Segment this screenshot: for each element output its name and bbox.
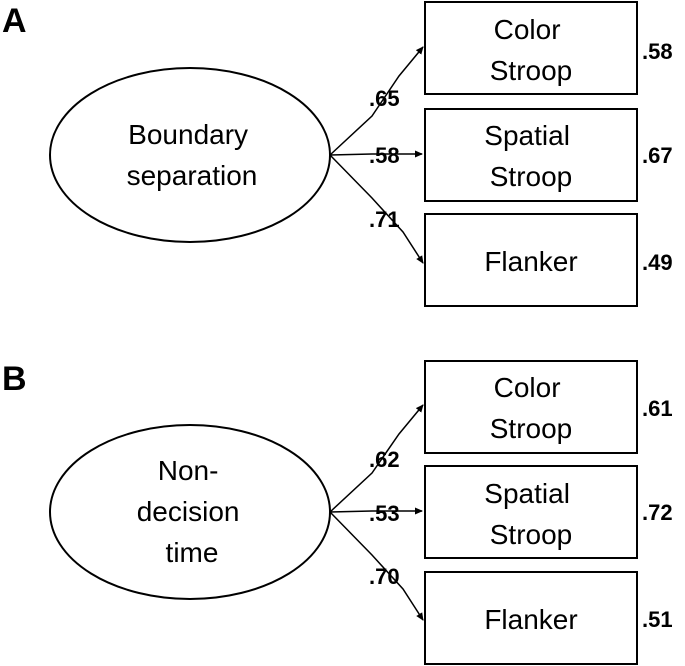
panel-label: A [2,2,27,40]
loading-value: .62 [369,447,400,472]
residual-value: .67 [642,143,673,168]
residual-value: .72 [642,500,673,525]
loading-value: .71 [369,207,400,232]
indicator-box-flanker [424,213,638,307]
loading-path-flanker [329,511,424,621]
loading-path-color-stroop [329,404,424,513]
residual-value: .49 [642,250,673,275]
indicator-box-flanker [424,571,638,665]
loading-value: .65 [369,86,400,111]
residual-value: .51 [642,607,673,632]
loading-value: .53 [369,501,400,526]
indicator-box-spatial-stroop [424,465,638,559]
latent-factor-ellipse [49,67,331,243]
indicator-box-color-stroop [424,1,638,95]
indicator-label: Spatial Stroop [484,478,577,550]
latent-factor-label: Boundary separation [127,119,258,191]
indicator-box-color-stroop [424,360,638,454]
loading-value: .58 [369,143,400,168]
panel-a: A Boundary separation Color Stroop Spati… [2,1,673,307]
residual-value: .58 [642,39,673,64]
loading-value: .70 [369,564,400,589]
latent-factor-label: Non- decision time [137,455,248,568]
indicator-label: Spatial Stroop [484,120,577,192]
loading-path-spatial-stroop [329,150,423,158]
panel-b: B Non- decision time Color Stroop Spatia… [2,360,673,665]
loading-path-color-stroop [329,46,424,156]
panel-label: B [2,360,27,398]
loading-path-flanker [329,154,424,264]
loading-path-spatial-stroop [329,507,423,515]
residual-value: .61 [642,396,673,421]
indicator-label: Flanker [484,604,577,635]
indicator-label: Color Stroop [490,372,573,444]
indicator-label: Color Stroop [490,14,573,86]
indicator-box-spatial-stroop [424,108,638,202]
indicator-label: Flanker [484,246,577,277]
